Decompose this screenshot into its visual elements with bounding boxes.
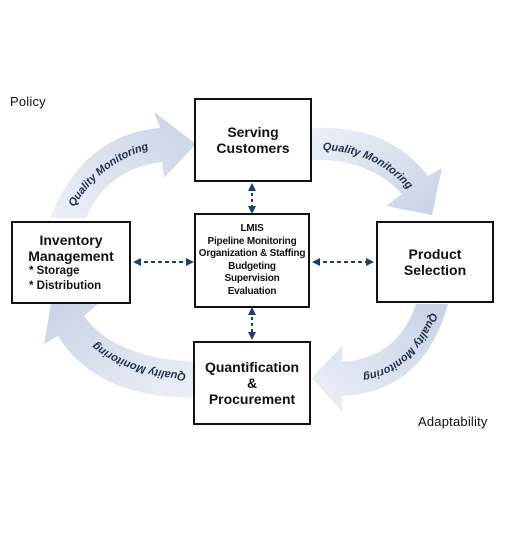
adaptability-label: Adaptability xyxy=(418,414,488,429)
cycle-arrow-top-left xyxy=(50,112,196,218)
cycle-arrow-bottom-left xyxy=(44,298,196,398)
node-serving-line-2: Customers xyxy=(216,140,290,156)
node-product-line-1: Product xyxy=(408,246,462,262)
node-quantification-procurement: Quantification & Procurement xyxy=(193,341,311,425)
node-quant-line-2: & xyxy=(246,375,258,391)
node-product-selection: Product Selection xyxy=(376,221,494,303)
center-item-organization-staffing: Organization & Staffing xyxy=(198,248,306,259)
center-functions-box: LMIS Pipeline Monitoring Organization & … xyxy=(194,213,310,308)
cycle-arrow-top-right xyxy=(312,127,442,215)
node-inventory-management: Inventory Management * Storage * Distrib… xyxy=(11,221,131,304)
center-item-supervision: Supervision xyxy=(224,273,280,284)
node-inventory-line-2: Management xyxy=(28,247,114,264)
node-inventory-line-1: Inventory xyxy=(39,231,103,248)
cycle-arrow-bottom-right xyxy=(312,304,448,412)
center-item-lmis: LMIS xyxy=(240,223,264,234)
node-serving-customers: Serving Customers xyxy=(194,98,312,182)
node-quant-line-3: Procurement xyxy=(208,391,296,407)
node-inventory-item-storage: * Storage xyxy=(29,264,80,277)
center-item-evaluation: Evaluation xyxy=(227,285,277,297)
policy-label: Policy xyxy=(10,94,46,109)
node-inventory-item-distribution: * Distribution xyxy=(29,279,102,292)
node-serving-line-1: Serving xyxy=(227,124,279,140)
center-item-budgeting: Budgeting xyxy=(228,260,276,272)
node-product-line-2: Selection xyxy=(403,262,467,278)
node-quant-line-1: Quantification xyxy=(204,359,300,375)
center-item-pipeline-monitoring: Pipeline Monitoring xyxy=(207,235,297,247)
